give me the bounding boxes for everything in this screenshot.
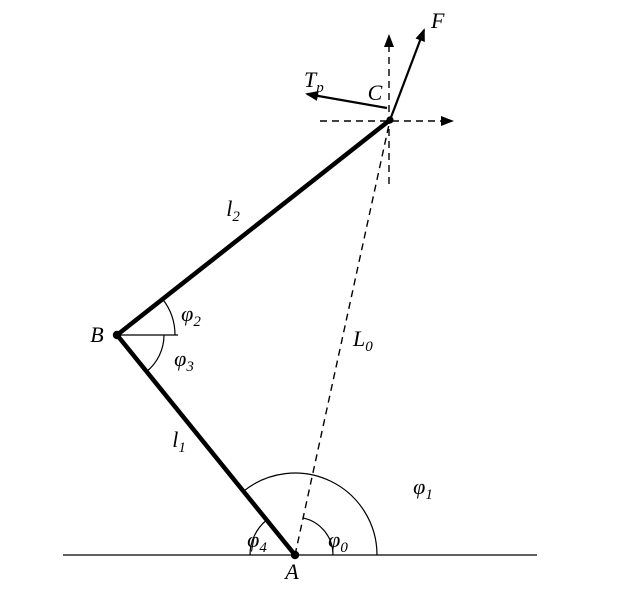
angle-arc-phi3 <box>146 334 165 372</box>
angle-arc-phi1 <box>243 472 378 556</box>
label-phi2: φ2 <box>181 301 201 330</box>
link-l1 <box>115 333 297 557</box>
label-phi0: φ0 <box>328 527 348 556</box>
angle-arc-phi0 <box>302 517 334 556</box>
label-point-B: B <box>90 322 103 347</box>
label-point-C: C <box>368 80 383 105</box>
joint-B <box>112 330 122 340</box>
angle-arc-phi2 <box>162 298 176 336</box>
label-phi4: φ4 <box>247 527 267 556</box>
label-phi3: φ3 <box>174 346 194 375</box>
angle-arc-phi4 <box>249 519 268 556</box>
torque-Tp-arrow <box>305 90 388 110</box>
link-l2 <box>115 118 392 337</box>
label-phi1: φ1 <box>413 474 433 503</box>
label-point-A: A <box>283 559 299 584</box>
label-F: F <box>430 8 445 33</box>
virtual-link-L0 <box>294 119 391 556</box>
label-l1: l1 <box>172 427 186 456</box>
label-L0: L0 <box>352 326 373 355</box>
label-l2: l2 <box>226 196 240 225</box>
joint-C <box>386 116 394 124</box>
force-F-arrow <box>388 28 426 121</box>
joint-A <box>290 550 300 560</box>
label-Tp: Tp <box>304 67 324 96</box>
